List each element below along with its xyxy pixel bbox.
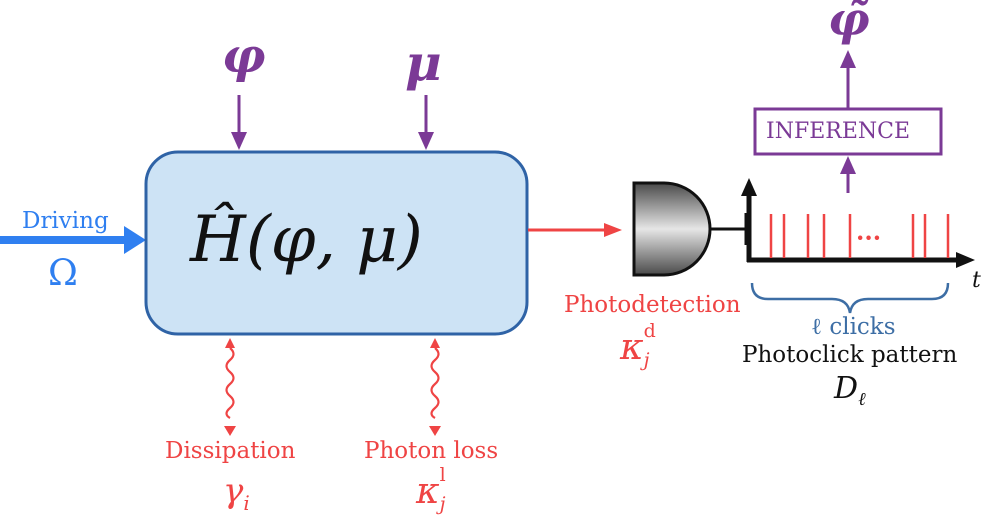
phi-arrow	[231, 95, 247, 150]
click-axes	[741, 178, 975, 268]
phi-estimate-label: φ̃	[828, 0, 870, 46]
pattern-D: D	[834, 371, 859, 406]
driving-symbol: Ω	[48, 253, 78, 294]
photon-loss-sub: j	[439, 493, 446, 516]
photon-loss-label: Photon loss	[364, 438, 499, 464]
system-box	[144, 150, 529, 336]
dissipation-gamma: γ	[223, 471, 244, 511]
photon-loss-kappa: κ	[416, 471, 440, 512]
inference-label: INFERENCE	[766, 119, 911, 144]
photoclick-pattern-label: Photoclick pattern	[742, 342, 958, 368]
pattern-index: ℓ	[858, 389, 866, 410]
inference-out-arrow	[840, 50, 856, 108]
dissipation-index: i	[243, 490, 250, 515]
hamiltonian-label: Ĥ(φ, μ)	[190, 203, 423, 277]
inference-box	[753, 107, 943, 156]
driving-arrow	[0, 226, 146, 254]
photodetector-icon	[632, 181, 748, 277]
clicks-ellipsis: ···	[856, 223, 882, 252]
photodetection-sub: j	[643, 349, 650, 372]
photoclick-pattern-symbol: Dℓ	[834, 374, 866, 409]
inference-in-arrow	[840, 156, 856, 193]
time-axis-label: t	[972, 268, 981, 293]
phi-label: φ	[222, 28, 266, 84]
photon-loss-sup: l	[439, 464, 446, 486]
photodetection-label: Photodetection	[564, 292, 741, 318]
dissipation-label: Dissipation	[165, 438, 296, 464]
dissipation-symbol: γi	[223, 474, 250, 513]
driving-label: Driving	[22, 208, 109, 234]
mu-arrow	[418, 95, 434, 150]
photodetection-sup: d	[643, 320, 656, 342]
clicks-brace	[750, 282, 950, 314]
photon-loss-wavy-arrow	[429, 338, 441, 436]
photodetection-kappa: κ	[620, 327, 644, 368]
output-arrow	[528, 223, 622, 237]
click-events	[769, 214, 950, 258]
mu-label: μ	[405, 33, 442, 92]
dissipation-wavy-arrow	[224, 338, 236, 436]
clicks-count-label: ℓ clicks	[811, 314, 896, 340]
